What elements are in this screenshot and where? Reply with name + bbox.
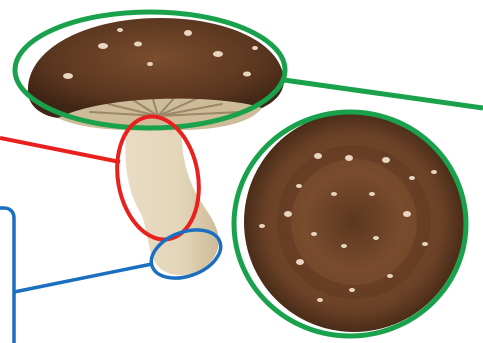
- stem-base-callout: [0, 208, 227, 343]
- blue-frame-bracket: [0, 208, 14, 343]
- stem-connector-line: [0, 138, 120, 162]
- stem-base-connector-line: [14, 264, 152, 292]
- mushroom-stem: [125, 122, 218, 275]
- cap-connector-line: [284, 80, 483, 108]
